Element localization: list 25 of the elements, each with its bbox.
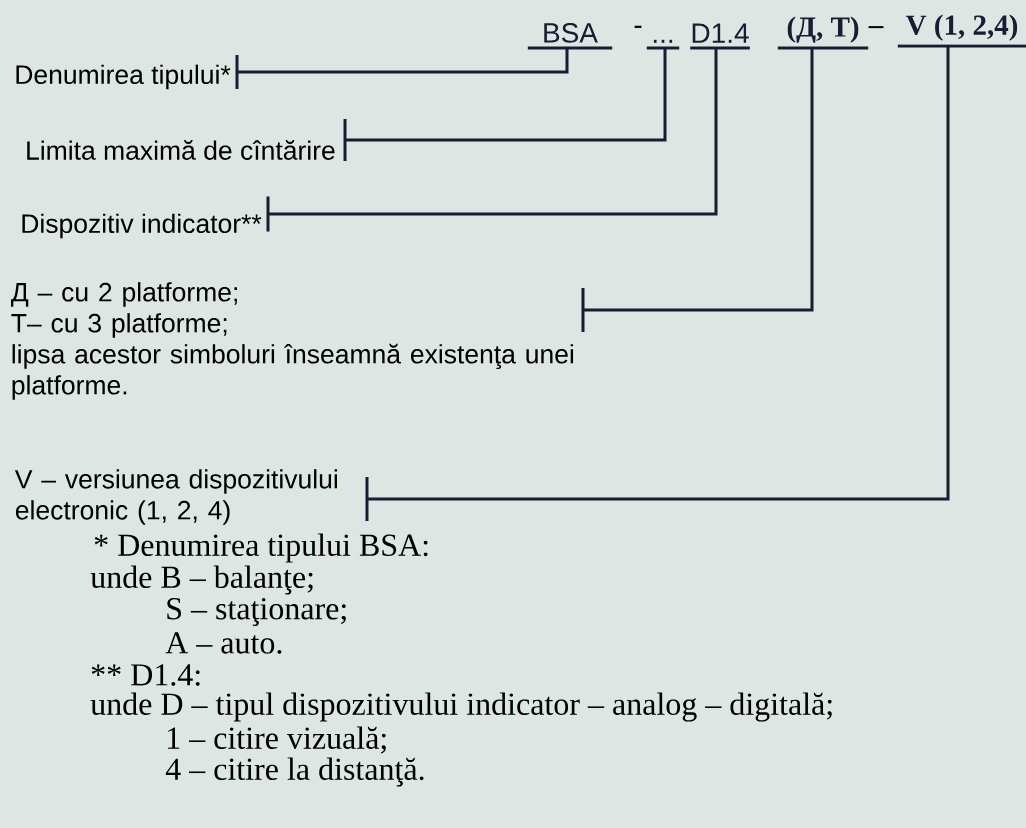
code-part: (Д, T): [777, 16, 869, 50]
footnote-text: * Denumirea tipului BSA:: [94, 533, 428, 563]
code-part: BSA: [527, 23, 613, 50]
code-part: V (1, 2,4): [897, 14, 1026, 48]
leader-line: [266, 48, 718, 232]
explanation-text: Д – cu 2 platforme; T– cu 3 platforme; lipsa acestor simboluri înseamnă existenţa unei platforme.: [11, 282, 574, 400]
footnote-text: ** D1.4:: [91, 664, 200, 686]
explanation-text: Dispozitiv indicator**: [22, 213, 262, 239]
leader-line: [581, 48, 814, 332]
explanation-text: Limita maximă de cîntărire: [27, 140, 335, 160]
leader-line: [343, 48, 667, 161]
footnote-text: unde D – tipul dispozitivului indicator – analog – digitală;: [90, 692, 832, 722]
code-part: D1.4: [690, 23, 750, 50]
separator-symbol: -: [634, 25, 642, 28]
leader-line: [365, 46, 950, 521]
explanation-text: V – versiunea dispozitivului electronic (1, 2, 4): [14, 469, 337, 525]
leader-line: [235, 48, 569, 89]
footnote-text: 1 – citire vizuală;: [168, 726, 386, 754]
explanation-text: Denumirea tipului*: [16, 64, 231, 90]
code-part: ...: [646, 39, 680, 50]
footnote-text: S – staţionare;: [167, 598, 346, 626]
footnote-text: unde B – balanţe;: [90, 565, 313, 595]
footnote-text: 4 – citire la distanţă.: [165, 757, 424, 787]
footnote-text: A – auto.: [165, 632, 282, 654]
separator-symbol: –: [868, 26, 884, 29]
